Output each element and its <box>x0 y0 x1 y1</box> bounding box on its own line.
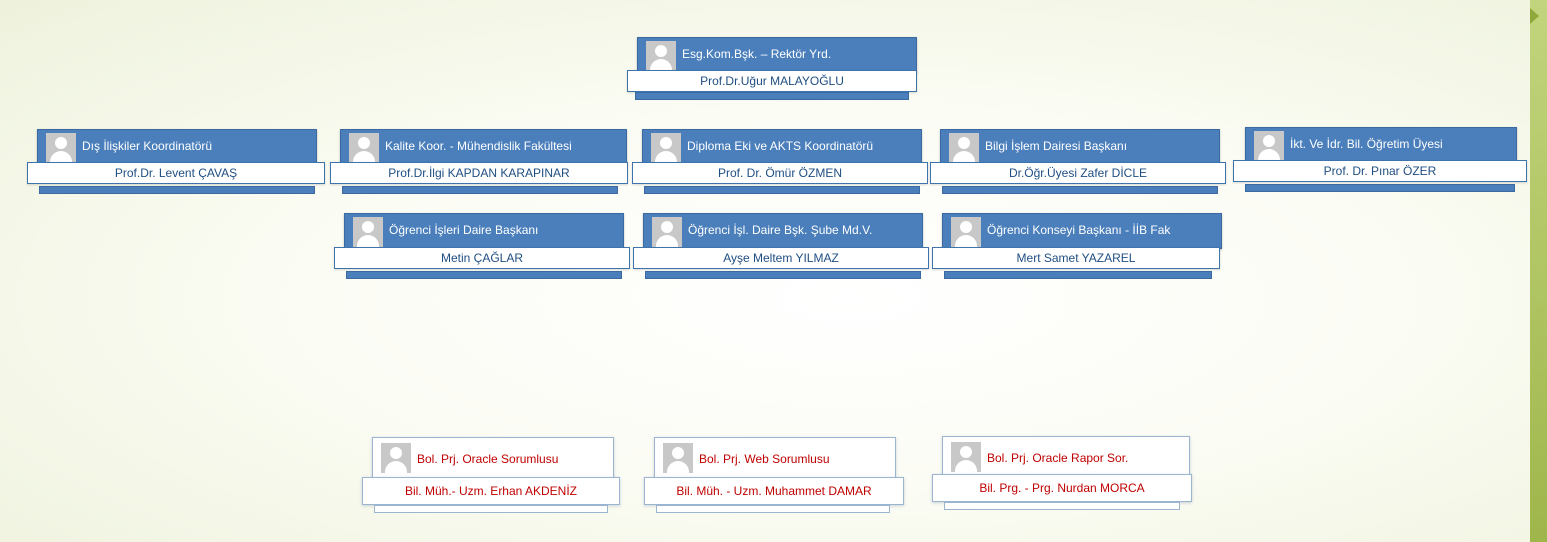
card-footer-strip <box>346 271 622 279</box>
card-footer-strip <box>944 271 1212 279</box>
org-card-project: Bol. Prj. Oracle Sorumlusu Bil. Müh.- Uz… <box>362 437 624 519</box>
avatar-icon <box>951 217 981 247</box>
org-card-project: Bol. Prj. Oracle Rapor Sor. Bil. Prg. - … <box>932 436 1194 518</box>
card-name: Mert Samet YAZAREL <box>932 247 1220 269</box>
card-footer-strip <box>374 505 608 513</box>
card-title: Dış İlişkiler Koordinatörü <box>82 139 213 153</box>
card-name: Prof. Dr. Pınar ÖZER <box>1233 160 1527 182</box>
card-header: Bilgi İşlem Dairesi Başkanı <box>940 129 1220 165</box>
org-card: İkt. Ve İdr. Bil. Öğretim Üyesi Prof. Dr… <box>1233 127 1528 197</box>
card-header: Bol. Prj. Oracle Rapor Sor. <box>942 436 1190 479</box>
avatar-icon <box>663 443 693 473</box>
card-title: Öğrenci İşleri Daire Başkanı <box>389 223 539 237</box>
card-title: Diploma Eki ve AKTS Koordinatörü <box>687 139 874 153</box>
avatar-icon <box>652 217 682 247</box>
card-title: Bilgi İşlem Dairesi Başkanı <box>985 139 1128 153</box>
avatar-icon <box>651 133 681 163</box>
card-title: İkt. Ve İdr. Bil. Öğretim Üyesi <box>1290 137 1443 151</box>
card-footer-strip <box>39 186 315 194</box>
card-header: Kalite Koor. - Mühendislik Fakültesi <box>340 129 627 165</box>
card-footer-strip <box>942 186 1218 194</box>
card-footer-strip <box>342 186 618 194</box>
org-card: Öğrenci İşleri Daire Başkanı Metin ÇAĞLA… <box>334 213 634 283</box>
card-footer-strip <box>645 271 921 279</box>
card-title: Öğrenci Konseyi Başkanı - İİB Fak <box>987 223 1171 237</box>
avatar-icon <box>381 443 411 473</box>
card-name: Metin ÇAĞLAR <box>334 247 630 269</box>
card-header: Öğrenci İşl. Daire Bşk. Şube Md.V. <box>643 213 923 249</box>
card-name: Bil. Müh.- Uzm. Erhan AKDENİZ <box>362 477 620 505</box>
card-name: Prof.Dr. Levent ÇAVAŞ <box>27 162 325 184</box>
card-title: Kalite Koor. - Mühendislik Fakültesi <box>385 139 572 153</box>
card-footer-strip <box>944 502 1180 510</box>
card-footer-strip <box>1245 184 1515 192</box>
slide-edge-accent-bar <box>1530 0 1547 542</box>
card-header: Bol. Prj. Web Sorumlusu <box>654 437 896 480</box>
card-header: Öğrenci Konseyi Başkanı - İİB Fak <box>942 213 1222 249</box>
org-card: Dış İlişkiler Koordinatörü Prof.Dr. Leve… <box>27 129 327 199</box>
card-header: Dış İlişkiler Koordinatörü <box>37 129 317 165</box>
card-footer-strip <box>644 186 920 194</box>
card-header: Esg.Kom.Bşk. – Rektör Yrd. <box>637 37 917 73</box>
org-card: Kalite Koor. - Mühendislik Fakültesi Pro… <box>330 129 630 199</box>
avatar-icon <box>353 217 383 247</box>
card-title: Bol. Prj. Oracle Sorumlusu <box>417 452 559 466</box>
card-title: Bol. Prj. Web Sorumlusu <box>699 452 830 466</box>
card-name: Prof.Dr.Uğur MALAYOĞLU <box>627 70 917 92</box>
card-name: Bil. Prg. - Prg. Nurdan MORCA <box>932 474 1192 502</box>
avatar-icon <box>349 133 379 163</box>
card-header: İkt. Ve İdr. Bil. Öğretim Üyesi <box>1245 127 1517 163</box>
card-title: Esg.Kom.Bşk. – Rektör Yrd. <box>682 47 832 61</box>
org-card: Diploma Eki ve AKTS Koordinatörü Prof. D… <box>632 129 932 199</box>
org-card: Bilgi İşlem Dairesi Başkanı Dr.Öğr.Üyesi… <box>930 129 1230 199</box>
org-card: Öğrenci İşl. Daire Bşk. Şube Md.V. Ayşe … <box>633 213 933 283</box>
avatar-icon <box>646 41 676 71</box>
avatar-icon <box>46 133 76 163</box>
avatar-icon <box>949 133 979 163</box>
card-name: Ayşe Meltem YILMAZ <box>633 247 929 269</box>
org-card: Öğrenci Konseyi Başkanı - İİB Fak Mert S… <box>932 213 1232 285</box>
card-footer-strip <box>656 505 890 513</box>
card-footer-strip <box>635 92 909 100</box>
slide-edge-arrow <box>1530 8 1539 24</box>
card-header: Diploma Eki ve AKTS Koordinatörü <box>642 129 922 165</box>
card-header: Öğrenci İşleri Daire Başkanı <box>344 213 624 249</box>
org-card-project: Bol. Prj. Web Sorumlusu Bil. Müh. - Uzm.… <box>644 437 906 519</box>
avatar-icon <box>951 442 981 472</box>
card-name: Prof.Dr.İlgi KAPDAN KARAPINAR <box>330 162 628 184</box>
avatar-icon <box>1254 131 1284 161</box>
card-title: Bol. Prj. Oracle Rapor Sor. <box>987 451 1129 465</box>
card-name: Bil. Müh. - Uzm. Muhammet DAMAR <box>644 477 904 505</box>
card-header: Bol. Prj. Oracle Sorumlusu <box>372 437 614 480</box>
card-title: Öğrenci İşl. Daire Bşk. Şube Md.V. <box>688 223 873 237</box>
card-name: Dr.Öğr.Üyesi Zafer DİCLE <box>930 162 1226 184</box>
card-name: Prof. Dr. Ömür ÖZMEN <box>632 162 928 184</box>
org-card-top: Esg.Kom.Bşk. – Rektör Yrd. Prof.Dr.Uğur … <box>627 37 917 103</box>
